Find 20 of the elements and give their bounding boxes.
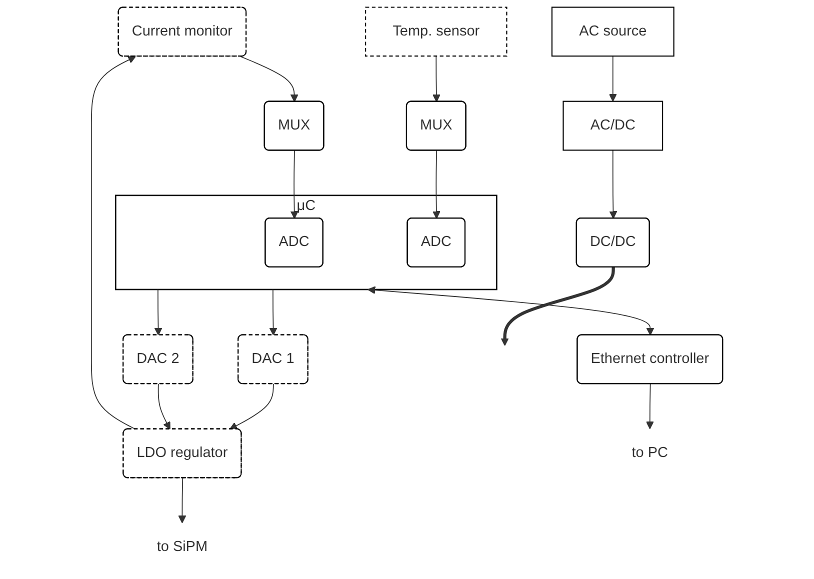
node-box: Temp. sensor bbox=[365, 6, 508, 57]
arrow bbox=[158, 384, 170, 430]
arrow bbox=[432, 150, 440, 219]
arrow bbox=[178, 478, 186, 524]
arrow bbox=[154, 289, 162, 336]
node-text: to PC bbox=[632, 445, 668, 460]
arrow bbox=[609, 150, 618, 219]
arrow bbox=[229, 384, 274, 430]
node-text: to SiPM bbox=[156, 539, 208, 555]
node-box: AC/DC bbox=[562, 100, 664, 151]
arrow bbox=[90, 56, 136, 430]
arrow bbox=[500, 267, 615, 346]
arrow bbox=[368, 286, 654, 336]
arrow bbox=[432, 56, 440, 102]
arrow bbox=[269, 289, 278, 336]
node-box: AC source bbox=[551, 6, 674, 57]
arrow bbox=[290, 150, 298, 219]
arrow bbox=[608, 56, 617, 102]
arrow bbox=[240, 56, 298, 102]
arrow bbox=[646, 384, 654, 430]
